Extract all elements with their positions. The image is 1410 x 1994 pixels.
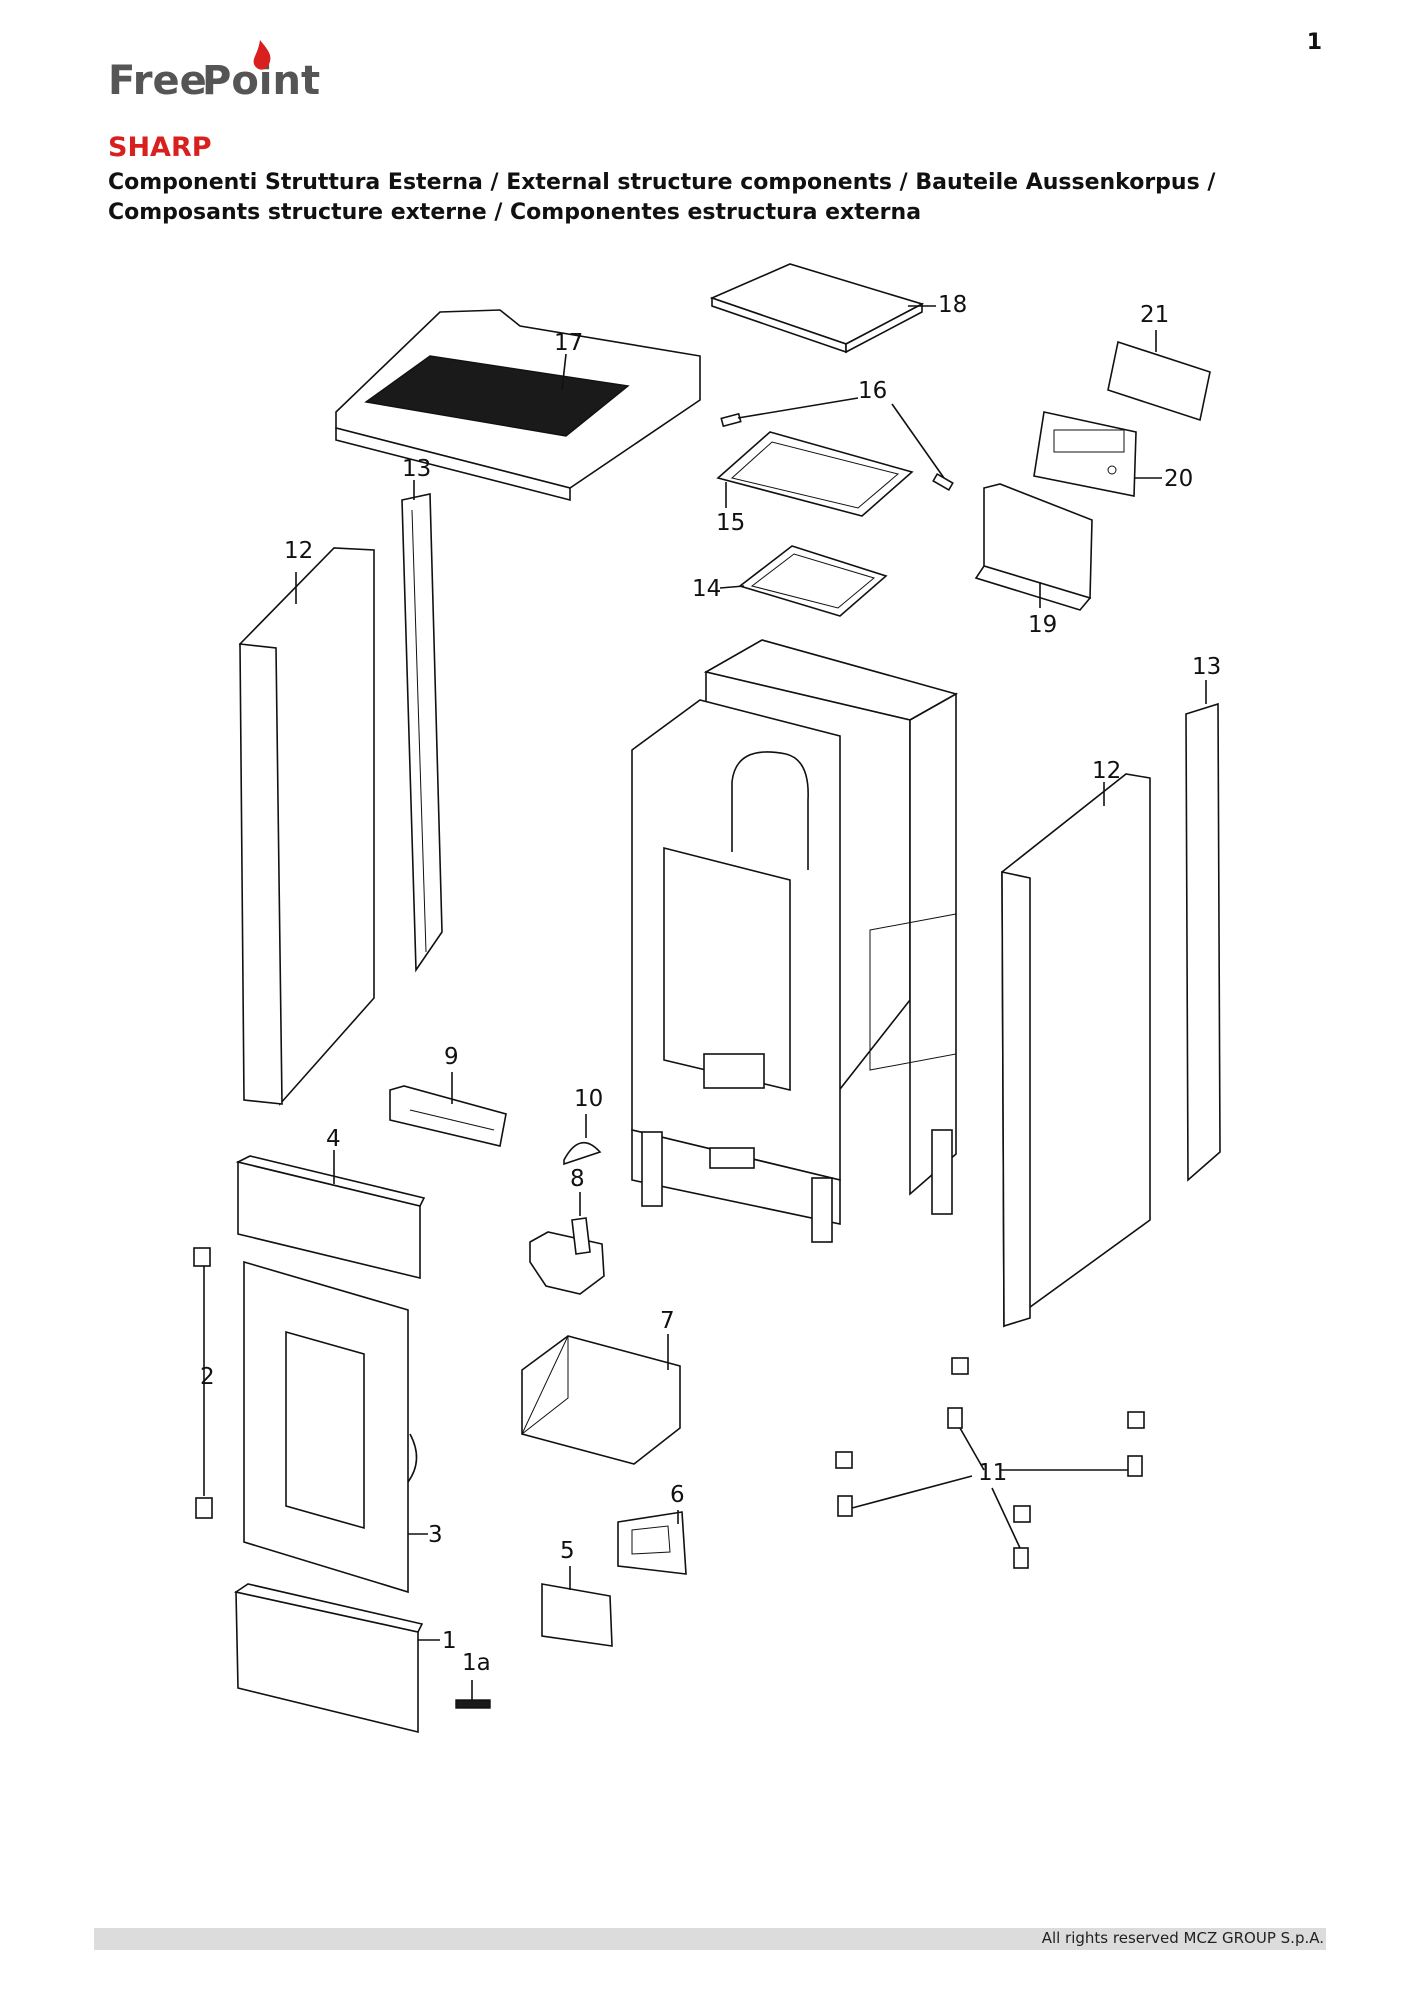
callout-18: 18 bbox=[938, 292, 967, 318]
part-13-right-post bbox=[1185, 680, 1221, 1182]
callout-13-right: 13 bbox=[1192, 654, 1221, 680]
part-13-left-post bbox=[401, 480, 443, 973]
callout-5: 5 bbox=[560, 1538, 575, 1564]
callout-11: 11 bbox=[978, 1460, 1007, 1486]
model-title: SHARP bbox=[108, 132, 212, 163]
callout-20: 20 bbox=[1164, 466, 1193, 492]
part-20-control-panel bbox=[1033, 411, 1162, 497]
freepoint-logo: Free Point bbox=[108, 40, 320, 104]
callout-17: 17 bbox=[554, 330, 583, 356]
callout-9: 9 bbox=[444, 1044, 459, 1070]
part-17-top-grille bbox=[335, 309, 701, 502]
callout-6: 6 bbox=[670, 1482, 685, 1508]
callout-19: 19 bbox=[1028, 612, 1057, 638]
part-1-lower-front-panel bbox=[233, 1583, 440, 1734]
part-21-display-overlay bbox=[1107, 330, 1211, 422]
callout-7: 7 bbox=[660, 1308, 675, 1334]
callout-12-right: 12 bbox=[1092, 758, 1121, 784]
part-18-top-plate bbox=[709, 263, 936, 354]
part-8-brazier bbox=[529, 1192, 605, 1295]
callout-12-left: 12 bbox=[284, 538, 313, 564]
logo-text-free: Free bbox=[108, 58, 207, 104]
stove-body bbox=[631, 639, 959, 1243]
callout-8: 8 bbox=[570, 1166, 585, 1192]
callout-1: 1 bbox=[442, 1628, 457, 1654]
part-10-cover bbox=[563, 1114, 602, 1166]
part-9-bracket bbox=[389, 1072, 507, 1147]
copyright-text: All rights reserved MCZ GROUP S.p.A. bbox=[1041, 1929, 1324, 1947]
part-6-frame-gasket bbox=[617, 1510, 687, 1575]
part-7-ash-drawer bbox=[521, 1334, 681, 1465]
callout-13-left: 13 bbox=[402, 456, 431, 482]
callout-3: 3 bbox=[428, 1522, 443, 1548]
callout-10: 10 bbox=[574, 1086, 603, 1112]
page-number: 1 bbox=[1306, 30, 1322, 55]
part-4-upper-front-panel bbox=[235, 1150, 426, 1280]
footer-bar bbox=[94, 1928, 1326, 1950]
part-16-hinges bbox=[720, 397, 954, 492]
flame-icon bbox=[253, 40, 271, 70]
part-5-small-plate bbox=[541, 1566, 613, 1647]
callout-15: 15 bbox=[716, 510, 745, 536]
part-3-door bbox=[243, 1260, 428, 1594]
callout-2: 2 bbox=[200, 1364, 215, 1390]
callout-14: 14 bbox=[692, 576, 721, 602]
part-14-gasket bbox=[719, 545, 888, 617]
callout-16: 16 bbox=[858, 378, 887, 404]
part-2-hinge-rod bbox=[193, 1247, 213, 1519]
callout-21: 21 bbox=[1140, 302, 1169, 328]
part-1a-fastener bbox=[455, 1680, 491, 1709]
exploded-parts-diagram: 18 17 21 20 16 15 14 bbox=[193, 263, 1221, 1734]
callout-4: 4 bbox=[326, 1126, 341, 1152]
page-subtitle: Componenti Struttura Esterna / External … bbox=[108, 170, 1216, 225]
part-15-frame bbox=[716, 431, 914, 517]
part-12-left-side-panel bbox=[239, 547, 375, 1106]
part-19-rear-bracket bbox=[974, 483, 1093, 611]
part-12-right-side-panel bbox=[1001, 773, 1151, 1328]
callout-1a: 1a bbox=[462, 1650, 491, 1676]
part-11-feet bbox=[835, 1357, 1145, 1569]
